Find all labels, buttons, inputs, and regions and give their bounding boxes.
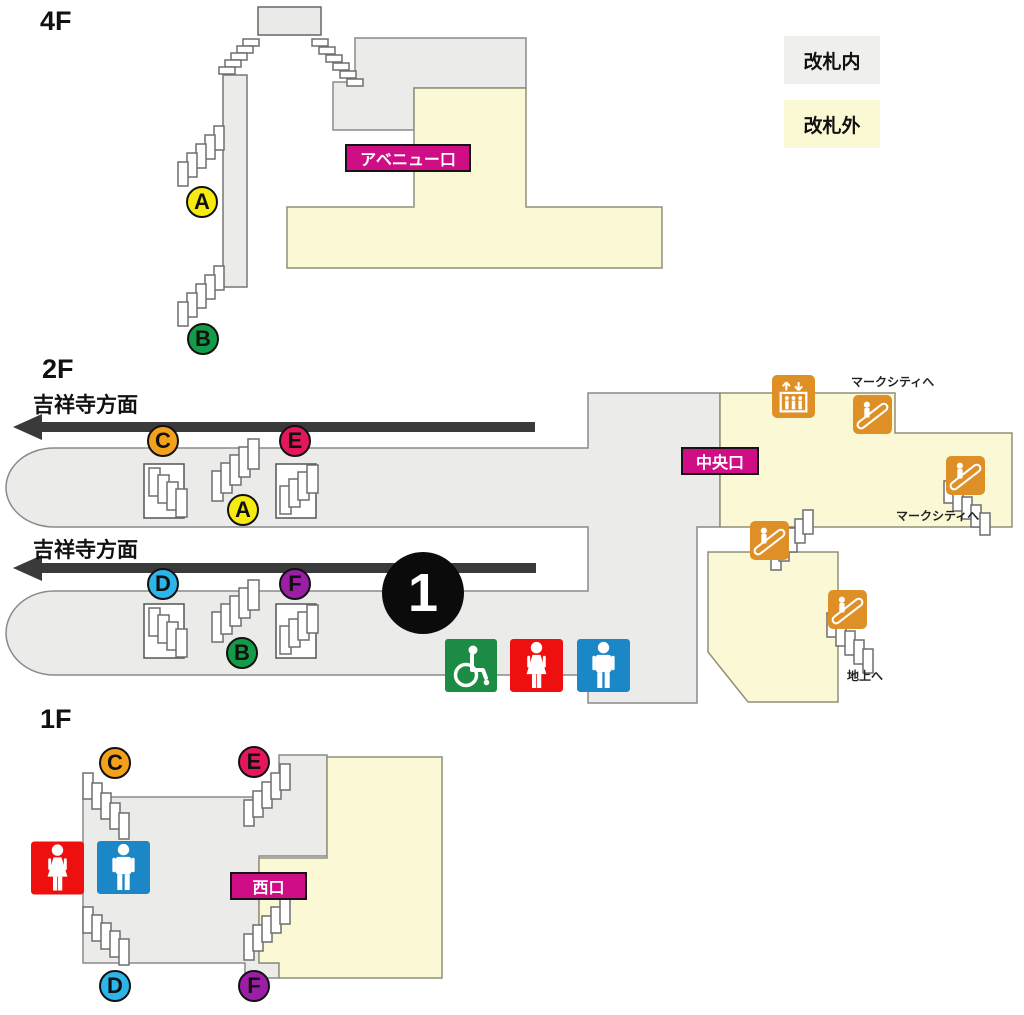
stair-marker-f-1f: F: [238, 970, 270, 1002]
platform-1-badge: 1: [382, 552, 464, 634]
stair-marker-e-1f: E: [238, 746, 270, 778]
escalator-icon-markcity-upper: [853, 395, 892, 434]
f2-outside-upper: [719, 392, 1013, 528]
arrow-kichijoji-upper: [13, 414, 535, 440]
stair-marker-b-4f: B: [187, 323, 219, 355]
escalator-icon-ground: [828, 590, 867, 629]
stair-marker-e-2f: E: [279, 425, 311, 457]
womens-restroom-icon-1f: [31, 841, 84, 895]
stair-steps: [82, 38, 991, 966]
direction-kichijoji-upper: 吉祥寺方面: [33, 394, 138, 417]
f4-corridor: [222, 74, 248, 288]
to-ground-label: 地上へ: [847, 669, 884, 683]
f4-stair-landing: [257, 6, 322, 36]
floor-label-2f: 2F: [42, 354, 74, 384]
stair-marker-b-2f: B: [226, 637, 258, 669]
f4-outside-area: [286, 87, 663, 269]
floor-label-4f: 4F: [40, 6, 72, 36]
womens-restroom-icon-2f: [510, 639, 563, 692]
f2-outside-lower: [707, 551, 839, 703]
stair-marker-f-2f: F: [279, 568, 311, 600]
legend-outside-gate: 改札外: [784, 100, 880, 148]
legend-inside-gate: 改札内: [784, 36, 880, 84]
accessible-restroom-icon-2f: [445, 639, 497, 692]
direction-kichijoji-lower: 吉祥寺方面: [33, 539, 138, 562]
mark-city-label-lower: マークシティへ: [896, 509, 980, 523]
mens-restroom-icon-2f: [577, 639, 630, 692]
escalator-icon-markcity-lower: [946, 456, 985, 495]
exit-central-label: 中央口: [681, 447, 759, 475]
stair-marker-a-2f: A: [227, 494, 259, 526]
escalator-icon-concourse: [750, 521, 789, 560]
stair-marker-c-2f: C: [147, 425, 179, 457]
floor-label-1f: 1F: [40, 704, 72, 734]
stair-marker-c-1f: C: [99, 747, 131, 779]
exit-avenue-label: アベニュー口: [345, 144, 471, 172]
stair-marker-d-2f: D: [147, 568, 179, 600]
arrow-kichijoji-lower: [13, 555, 536, 581]
elevator-icon: [772, 375, 815, 418]
mens-restroom-icon-1f: [97, 841, 150, 894]
stair-marker-a-4f: A: [186, 186, 218, 218]
f1-outside-area: [258, 756, 443, 979]
mark-city-label-upper: マークシティへ: [851, 375, 935, 389]
stair-marker-d-1f: D: [99, 970, 131, 1002]
exit-west-label: 西口: [230, 872, 307, 900]
